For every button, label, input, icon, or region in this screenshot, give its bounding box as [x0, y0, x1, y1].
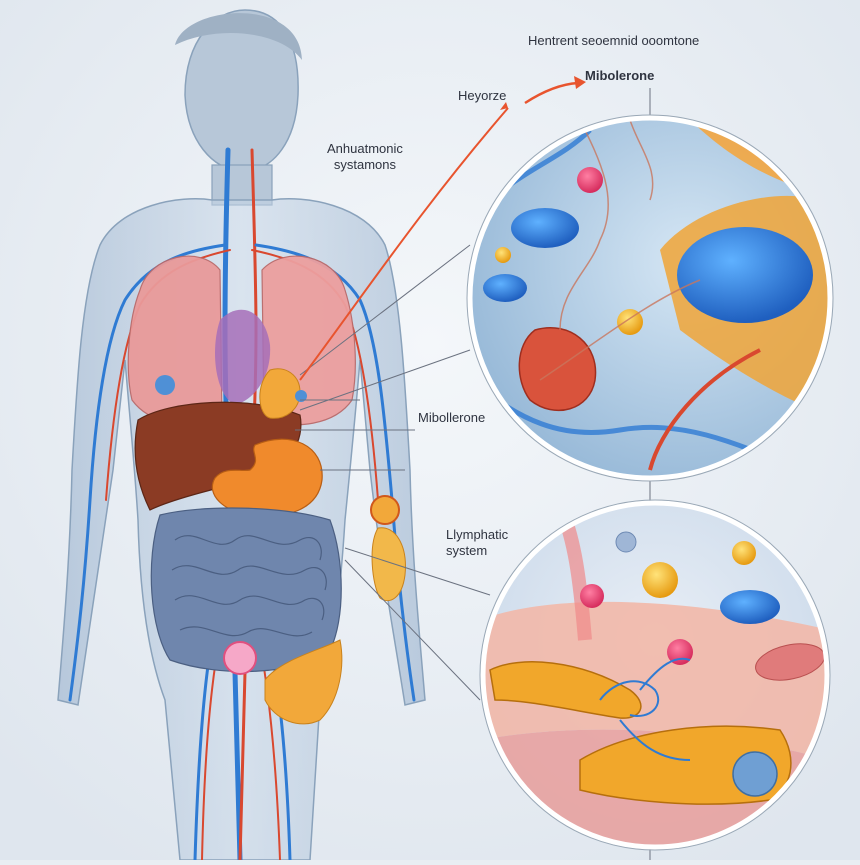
hair [175, 13, 302, 61]
intestine-folds [171, 535, 327, 637]
gland-cluster [259, 368, 301, 419]
blue-cell-small [483, 274, 527, 302]
label-anhuatmonic-systamons: Anhuatmonic systamons [327, 141, 403, 172]
label-heyorze: Heyorze [458, 88, 507, 103]
organs [127, 255, 406, 725]
zoom-circle-top [466, 114, 834, 482]
gland-node [295, 390, 307, 402]
arrow-icon [299, 76, 586, 381]
lung-node [155, 375, 175, 395]
label-lymphatic-system: Llymphatic system [446, 527, 509, 558]
adrenal-gland [371, 527, 406, 602]
diagram-title: Hentrent seoemnid ooomtone [528, 33, 700, 48]
blue-cell [511, 208, 579, 248]
label-mibollerone: Mibollerone [418, 410, 486, 425]
pancreas-cluster [264, 639, 343, 725]
zoom-circle-bottom [479, 499, 831, 851]
label-mibolerone-top: Mibolerone [585, 68, 655, 83]
bladder-node [223, 641, 257, 675]
large-blue-cell [677, 227, 813, 323]
heart [215, 309, 271, 405]
neck [211, 164, 273, 206]
adrenal-node [370, 495, 400, 525]
connector-lines [295, 88, 651, 860]
yellow-cell-body [489, 661, 642, 719]
